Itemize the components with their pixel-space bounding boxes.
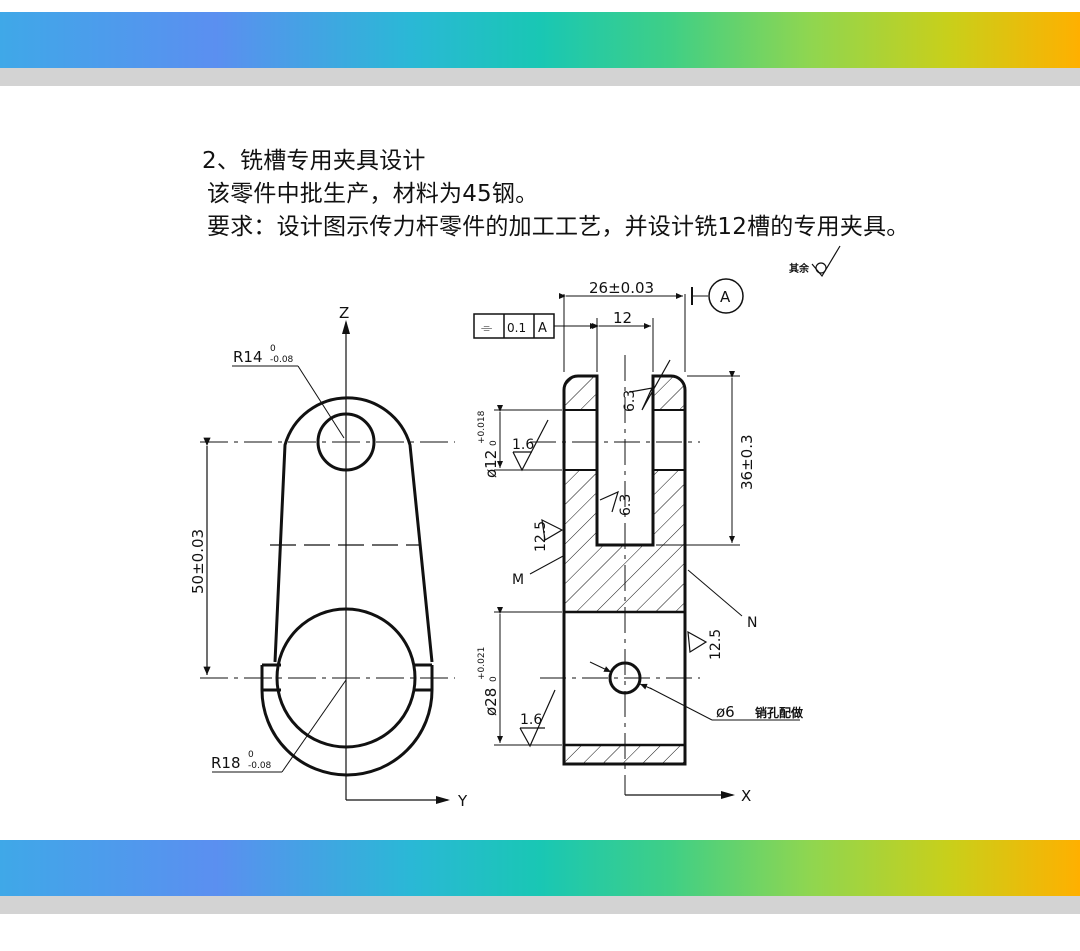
roughness-12-5-right: 12.5 [708, 629, 724, 660]
tolerance-value: 0.1 [507, 321, 526, 335]
bottom-gray-bar [0, 896, 1080, 914]
axis-z-label: Z [339, 304, 349, 322]
radius-top-label: R14 [233, 348, 263, 366]
slot-depth-dimension: 36±0.3 [738, 434, 756, 490]
radius-top-tol-lower: -0.08 [270, 355, 294, 365]
task-requirement: 要求：设计图示传力杆零件的加工工艺，并设计铣12槽的专用夹具。 [207, 214, 910, 240]
center-distance-label: 50±0.03 [189, 529, 207, 594]
bore-diameter-label: ø28 [482, 688, 500, 716]
roughness-6-3-top: 6.3 [622, 390, 638, 412]
top-gray-bar [0, 68, 1080, 86]
axis-x-label: X [741, 787, 751, 805]
radius-bottom-tol-upper: 0 [248, 750, 254, 760]
hole-diameter-label: ø12 [482, 450, 500, 478]
radius-bottom-tol-lower: -0.08 [248, 761, 272, 771]
tolerance-frame [473, 313, 555, 339]
label-m: M [512, 572, 524, 588]
right-view [473, 245, 841, 799]
datum-a-label: A [720, 288, 731, 306]
pin-hole [608, 661, 642, 695]
width-dimension: 26±0.03 [589, 279, 654, 297]
tolerance-datum: A [538, 321, 547, 336]
top-gradient-band [0, 12, 1080, 68]
other-finish-label: 其余 [789, 262, 810, 275]
pin-hole-label: ø6 [716, 703, 735, 721]
roughness-1-6-bottom: 1.6 [520, 712, 542, 728]
hole-tol-lower: 0 [489, 440, 499, 446]
radius-top-tol-upper: 0 [270, 344, 276, 354]
symmetry-symbol: ⌯ [481, 320, 492, 336]
datum-a-circle [708, 278, 744, 314]
lever-bottom-arc [260, 689, 434, 777]
roughness-12-5-left: 12.5 [533, 521, 549, 552]
slot-width-dimension: 12 [613, 309, 632, 327]
fork-outline [562, 374, 687, 766]
pin-hole-note: 销孔配做 [755, 705, 804, 720]
left-view [200, 320, 455, 804]
bottom-gradient-band [0, 840, 1080, 896]
lever-outline [273, 396, 434, 663]
radius-bottom-label: R18 [211, 754, 241, 772]
label-n: N [747, 615, 757, 631]
bore-tol-lower: 0 [489, 676, 499, 682]
hole-tol-upper: +0.018 [477, 410, 487, 444]
bore-tol-upper: +0.021 [477, 647, 487, 680]
roughness-6-3-mid: 6.3 [618, 494, 634, 516]
task-description: 该零件中批生产，材料为45钢。 [207, 181, 539, 207]
task-title: 2、铣槽专用夹具设计 [202, 148, 426, 174]
roughness-1-6-top: 1.6 [512, 437, 534, 453]
axis-y-label: Y [457, 792, 468, 810]
